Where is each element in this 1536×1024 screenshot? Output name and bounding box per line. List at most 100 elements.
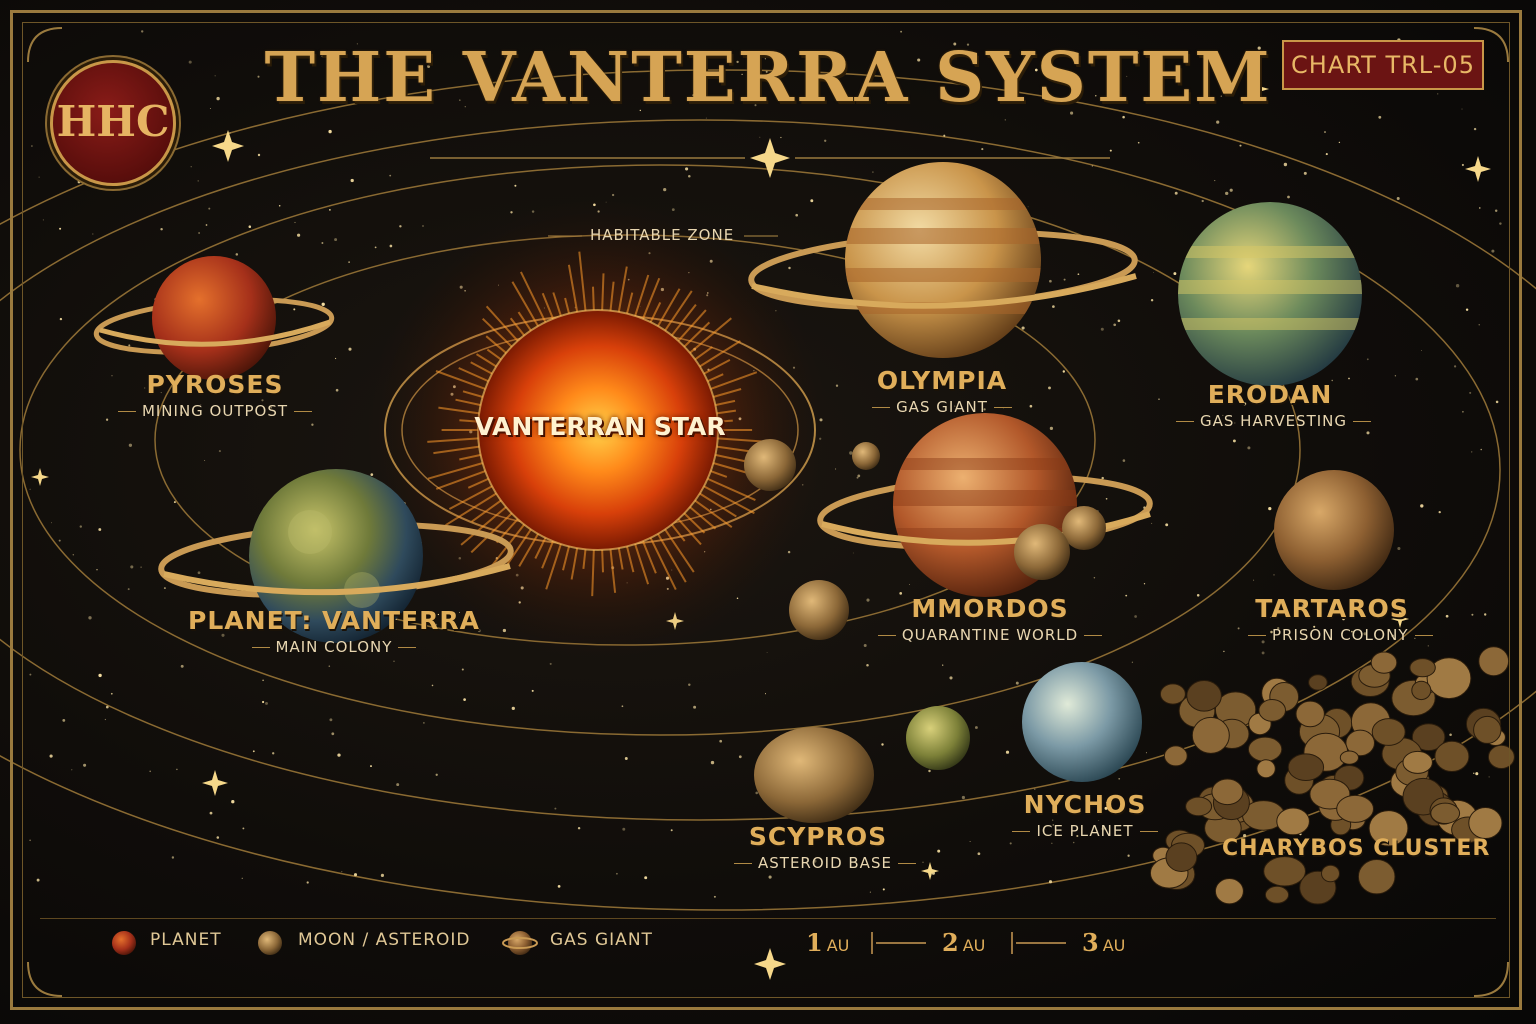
sun-ray [711,388,742,399]
star-dot [1494,209,1498,213]
scale-value: 2 [942,928,959,957]
sun-ray [669,303,697,338]
star-dot [1478,324,1480,326]
star-dot [1127,854,1130,857]
sun-ray [445,491,499,527]
star-dot [766,652,768,654]
star-dot [981,148,984,151]
scale-unit: AU [962,936,986,955]
star-dot [554,807,557,810]
asteroid [1336,794,1374,823]
star-dot [1174,191,1178,195]
star-dot [96,569,98,571]
star-dot [59,227,62,230]
star-dot [334,238,338,242]
star-dot [1009,842,1012,845]
star-dot [140,566,142,568]
star-dot [127,588,130,591]
star-dot [1137,141,1140,144]
star-dot [435,773,438,776]
star-dot [852,552,854,554]
star-dot [59,317,63,321]
body-name: CHARYBOS CLUSTER [1222,836,1491,861]
sun-ray [591,547,595,597]
star-dot [1225,191,1229,196]
sun-ray [564,297,571,316]
star-dot [1118,777,1121,780]
hhc-seal: HHC [50,60,176,186]
sun-ray [617,266,628,314]
asteroid [1258,699,1286,722]
sun-ray [433,445,482,455]
star-dot [704,59,707,62]
sun-ray [601,547,604,573]
sun-ray [435,469,488,490]
star-dot [1394,375,1397,377]
star-dot [1062,370,1066,373]
asteroid [1345,729,1375,757]
star-dot [881,743,884,746]
star-dot [1261,651,1265,655]
star-dot [1150,298,1154,302]
star-dot [321,242,324,244]
star-dot [1104,806,1108,810]
habitable-zone-label: HABITABLE ZONE [590,226,735,244]
star-dot [1243,834,1247,838]
sun-ray [656,531,687,583]
vanterra-planet [158,469,514,643]
body-subtitle: MAIN COLONY [184,638,484,656]
label-vanterra: PLANET: VANTERRA MAIN COLONY [184,606,484,656]
sun-ray [676,309,707,343]
star-dot [1052,305,1055,308]
star-dot [577,826,581,830]
asteroid [1371,718,1406,746]
star-dot [422,225,424,227]
star-dot [1397,546,1401,551]
star-dot [738,755,742,759]
scale-unit: AU [1102,936,1126,955]
sun-ray [509,317,527,338]
star-dot [204,460,206,461]
star-dot [764,693,767,695]
star-dot [88,616,92,620]
body-name: NYCHOS [1023,790,1147,819]
star-dot [760,78,762,80]
star-dot [1126,75,1128,77]
star-dot [321,55,324,58]
star-dot [1134,615,1137,618]
star-dot [241,877,243,879]
star-dot [293,308,296,311]
star-dot [1059,76,1062,79]
star-dot [160,392,162,394]
sun-ray [663,527,695,573]
star-dot [1072,841,1075,844]
star-dot [1049,279,1052,283]
olympia-planet [748,162,1138,358]
star-dot [252,750,255,753]
star-dot [1273,574,1275,576]
star-dot [231,800,235,804]
legend-item-moon: MOON / ASTEROID [298,930,471,950]
asteroid [1191,716,1230,754]
asteroid [1411,723,1446,751]
sun-ray [656,288,681,329]
star-dot [1495,400,1499,404]
star-dot [1122,459,1126,462]
star-dot [909,583,910,585]
asteroid [1186,680,1222,712]
star-dot [257,75,260,78]
erodan-planet [1178,202,1362,386]
star-dot [36,878,40,882]
star-dot [869,891,871,893]
star-dot [1253,579,1255,581]
star-dot [611,193,615,197]
star-dot [173,501,176,504]
legend-item-gas-giant: GAS GIANT [550,930,653,950]
asteroid [1287,753,1325,782]
star-dot [218,450,221,453]
star-dot [1049,426,1054,431]
star-dot [62,719,66,722]
star-dot [1223,650,1225,653]
star-dot [1366,431,1370,435]
